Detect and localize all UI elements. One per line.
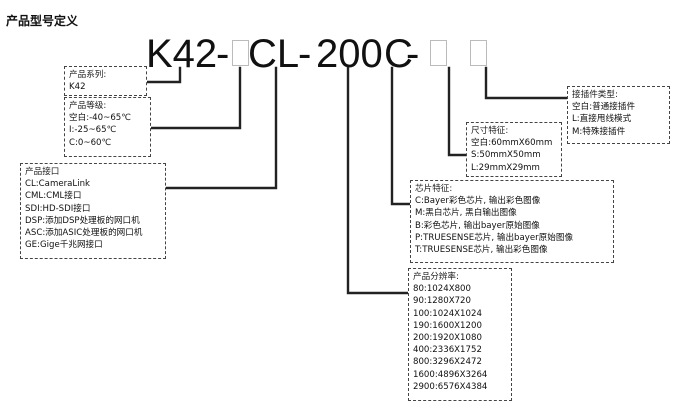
code-dash-2: - [298, 32, 312, 76]
chip-box: 芯片特征: C:Bayer彩色芯片, 输出彩色图像 M:黑白芯片, 黑白输出图像… [410, 180, 614, 263]
code-interface: CL [248, 32, 300, 76]
resolution-line: 90:1280X720 [413, 296, 471, 307]
connector-heading: 接插件类型: [572, 90, 618, 100]
resolution-box: 产品分辨率: 80:1024X800 90:1280X720 100:1024X… [408, 268, 512, 401]
resolution-line: 190:1600X1200 [413, 320, 482, 331]
page-title: 产品型号定义 [6, 14, 79, 28]
interface-line: ASC:添加ASIC处理板的网口机 [25, 228, 143, 239]
wire-interface [164, 66, 278, 190]
code-dash-1: - [216, 32, 230, 76]
chip-line: M:黑白芯片, 黑白输出图像 [415, 208, 517, 219]
connector-line: L:直接甩线模式 [572, 114, 632, 125]
code-dash-3: - [406, 32, 420, 76]
grade-line: I:-25~65℃ [69, 125, 117, 136]
resolution-line: 2900:6576X4384 [413, 381, 488, 392]
connector-line: M:特殊接插件 [572, 126, 626, 137]
size-placeholder [430, 40, 447, 66]
wire-series [145, 66, 182, 84]
resolution-line: 100:1024X1024 [413, 308, 482, 319]
grade-box: 产品等级: 空白:-40~65℃ I:-25~65℃ C:0~60℃ [64, 97, 151, 157]
code-chip: C [384, 32, 413, 76]
wire-connector [484, 66, 569, 100]
wire-grade [149, 66, 242, 130]
connector-placeholder [470, 40, 487, 66]
resolution-line: 800:3296X2472 [413, 357, 482, 368]
chip-line: P:TRUESENSE芯片, 输出bayer原始图像 [415, 232, 574, 243]
interface-line: GE:Gige千兆网接口 [25, 240, 103, 251]
interface-line: DSP:添加DSP处理板的网口机 [25, 215, 140, 226]
chip-heading: 芯片特征: [415, 184, 453, 194]
resolution-line: 1600:4896X3264 [413, 369, 488, 380]
resolution-line: 80:1024X800 [413, 284, 471, 295]
series-line: K42 [69, 82, 86, 93]
code-prefix: K42 [146, 32, 218, 76]
wire-resolution [346, 66, 410, 295]
grade-heading: 产品等级: [69, 101, 107, 111]
connector-line: 空白:普通接插件 [572, 102, 636, 113]
grade-placeholder [232, 40, 249, 66]
resolution-line: 400:2336X1752 [413, 345, 482, 356]
chip-line: B:彩色芯片, 输出bayer原始图像 [415, 220, 540, 231]
grade-line: 空白:-40~65℃ [69, 113, 131, 124]
resolution-line: 200:1920X1080 [413, 333, 482, 344]
interface-heading: 产品接口 [25, 167, 60, 177]
size-heading: 尺寸特征: [471, 126, 509, 136]
series-heading: 产品系列: [69, 70, 107, 80]
size-line: 空白:60mmX60mm [471, 138, 553, 149]
chip-line: C:Bayer彩色芯片, 输出彩色图像 [415, 196, 541, 207]
code-resolution: 200 [316, 32, 383, 76]
connector-box: 接插件类型: 空白:普通接插件 L:直接甩线模式 M:特殊接插件 [567, 86, 670, 144]
size-line: L:29mmX29mm [471, 162, 540, 173]
interface-line: CL:CameraLink [25, 179, 91, 190]
interface-box: 产品接口 CL:CameraLink CML:CML接口 SDI:HD-SDI接… [20, 163, 166, 259]
resolution-heading: 产品分辨率: [413, 272, 459, 282]
wire-chip [390, 66, 412, 206]
interface-line: SDI:HD-SDI接口 [25, 203, 91, 214]
size-box: 尺寸特征: 空白:60mmX60mm S:50mmX50mm L:29mmX29… [466, 122, 562, 177]
wire-size [447, 66, 468, 157]
grade-line: C:0~60℃ [69, 137, 112, 148]
chip-line: T:TRUESENSE芯片, 输出彩色图像 [415, 245, 548, 256]
interface-line: CML:CML接口 [25, 191, 82, 202]
size-line: S:50mmX50mm [471, 150, 541, 161]
series-box: 产品系列: K42 [64, 66, 147, 96]
